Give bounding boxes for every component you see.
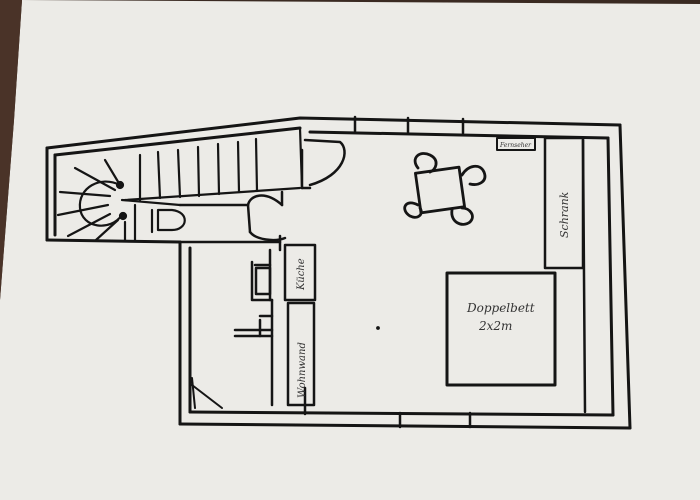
dining-chairs (403, 152, 487, 226)
window-marks (303, 115, 472, 429)
kitchen-label: Küche (296, 258, 307, 291)
dining-table (414, 165, 466, 215)
bathroom-wall (178, 190, 287, 252)
wardrobe-label: Schrank (558, 191, 571, 238)
wardrobe (543, 136, 587, 414)
corner-stroke-2 (191, 377, 196, 409)
tv-box (496, 137, 536, 151)
wohnwand-unit (233, 298, 316, 407)
corner-stroke (191, 384, 223, 409)
paper-shadow (0, 0, 22, 300)
kitchen-unit (250, 243, 317, 302)
bed-label: Doppelbett (466, 301, 535, 315)
toilet (150, 208, 186, 234)
wohnwand-label: Wohnwand (297, 342, 308, 398)
pencil-dot (376, 326, 380, 330)
staircase (56, 126, 304, 242)
bed-size-label: 2x2m (478, 319, 512, 333)
entry-door (300, 138, 346, 190)
tv-label: Fernseher (499, 142, 532, 149)
double-bed (445, 271, 557, 387)
